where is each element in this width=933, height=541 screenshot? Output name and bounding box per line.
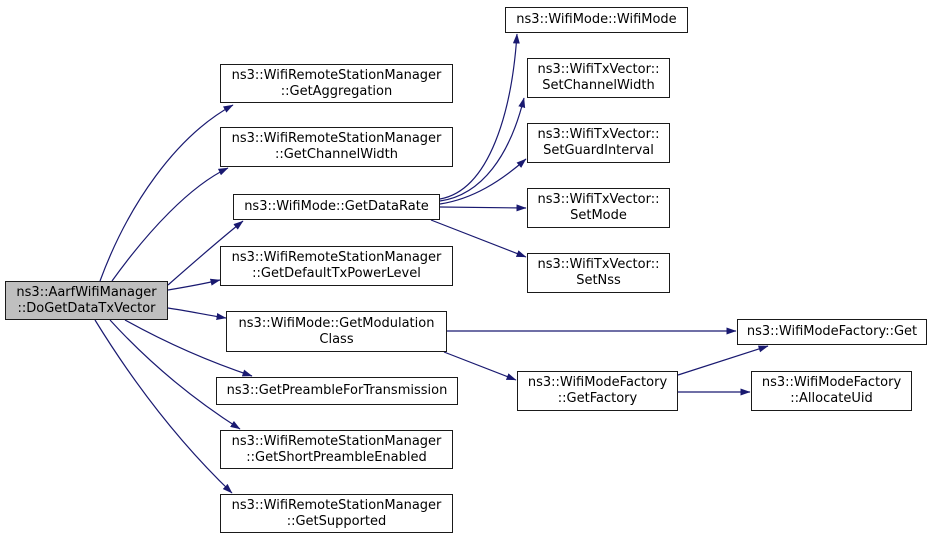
node-label-line: ::GetShortPreambleEnabled xyxy=(246,449,427,465)
node-label-line: ns3::AarfWifiManager xyxy=(16,284,157,300)
node-set-nss[interactable]: ns3::WifiTxVector::SetNss xyxy=(527,253,670,293)
node-get-channel-width[interactable]: ns3::WifiRemoteStationManager::GetChanne… xyxy=(220,127,453,167)
node-label-line: ::DoGetDataTxVector xyxy=(17,300,156,316)
edges-group xyxy=(94,33,769,494)
node-label-line: ::GetFactory xyxy=(557,391,638,406)
node-label-line: SetNss xyxy=(576,273,621,288)
node-label-line: SetMode xyxy=(570,208,627,223)
node-label-line: ns3::WifiRemoteStationManager xyxy=(231,67,442,83)
node-label-line: ns3::WifiRemoteStationManager xyxy=(231,131,442,146)
edge-do-get-data-tx-vector-to-get-data-rate xyxy=(167,220,244,286)
node-label-line: ::AllocateUid xyxy=(790,391,873,406)
node-label-line: SetChannelWidth xyxy=(542,78,655,93)
node-label-line: ns3::WifiMode::GetDataRate xyxy=(244,199,429,214)
node-label-line: ::GetAggregation xyxy=(280,83,393,99)
node-label-line: SetGuardInterval xyxy=(543,143,654,158)
node-label-line: Class xyxy=(319,331,354,347)
node-label-line: ns3::WifiTxVector:: xyxy=(537,257,660,272)
node-allocate-uid[interactable]: ns3::WifiModeFactory::AllocateUid xyxy=(751,371,912,411)
edge-do-get-data-tx-vector-to-get-channel-width xyxy=(111,167,229,282)
node-factory-get[interactable]: ns3::WifiModeFactory::Get xyxy=(737,319,927,345)
edge-do-get-data-tx-vector-to-get-preamble-for-transmission xyxy=(124,319,253,377)
edge-get-modulation-class-to-get-factory xyxy=(443,351,517,381)
node-get-factory[interactable]: ns3::WifiModeFactory::GetFactory xyxy=(517,371,678,411)
node-label-line: ns3::GetPreambleForTransmission xyxy=(226,383,448,398)
node-label-line: ns3::WifiRemoteStationManager xyxy=(231,433,442,449)
node-label-line: ns3::WifiTxVector:: xyxy=(537,127,660,142)
edge-do-get-data-tx-vector-to-get-aggregation xyxy=(99,104,234,282)
edge-get-data-rate-to-set-nss xyxy=(430,219,527,258)
node-label-line: ::GetChannelWidth xyxy=(274,147,399,162)
edge-do-get-data-tx-vector-to-get-short-preamble-enabled xyxy=(109,319,241,430)
node-get-aggregation[interactable]: ns3::WifiRemoteStationManager::GetAggreg… xyxy=(220,64,453,103)
node-wifi-mode-ctor[interactable]: ns3::WifiMode::WifiMode xyxy=(505,7,688,33)
node-label-line: ns3::WifiRemoteStationManager xyxy=(231,250,442,265)
edge-do-get-data-tx-vector-to-get-default-tx-power-level xyxy=(167,278,221,291)
node-label-line: ns3::WifiMode::WifiMode xyxy=(516,12,677,27)
edge-get-data-rate-to-wifi-mode-ctor xyxy=(439,33,520,200)
node-label-line: ns3::WifiTxVector:: xyxy=(537,192,660,207)
node-get-default-tx-power-level[interactable]: ns3::WifiRemoteStationManager::GetDefaul… xyxy=(220,246,453,286)
node-set-mode[interactable]: ns3::WifiTxVector::SetMode xyxy=(527,188,670,228)
node-label-line: ns3::WifiModeFactory xyxy=(527,375,668,390)
node-get-supported[interactable]: ns3::WifiRemoteStationManager::GetSuppor… xyxy=(220,494,453,533)
node-label-line: ::GetDefaultTxPowerLevel xyxy=(252,266,421,281)
edge-get-factory-to-factory-get xyxy=(677,345,769,376)
edge-do-get-data-tx-vector-to-get-modulation-class xyxy=(167,307,227,320)
node-set-guard-interval[interactable]: ns3::WifiTxVector::SetGuardInterval xyxy=(527,123,670,163)
node-label-line: ns3::WifiRemoteStationManager xyxy=(231,497,442,513)
edge-do-get-data-tx-vector-to-get-supported xyxy=(94,319,233,494)
node-label-line: ns3::WifiMode::GetModulation xyxy=(238,315,435,331)
node-label-line: ns3::WifiTxVector:: xyxy=(537,62,660,77)
node-set-channel-width[interactable]: ns3::WifiTxVector::SetChannelWidth xyxy=(527,58,670,98)
edge-get-data-rate-to-set-mode xyxy=(439,204,527,212)
node-do-get-data-tx-vector: ns3::AarfWifiManager::DoGetDataTxVector xyxy=(5,281,168,320)
node-label-line: ns3::WifiModeFactory::Get xyxy=(746,324,918,339)
node-get-short-preamble-enabled[interactable]: ns3::WifiRemoteStationManager::GetShortP… xyxy=(220,430,453,469)
node-label-line: ::GetSupported xyxy=(286,513,387,529)
node-get-preamble-for-transmission[interactable]: ns3::GetPreambleForTransmission xyxy=(216,377,458,405)
edge-get-data-rate-to-set-channel-width xyxy=(439,97,526,202)
node-label-line: ns3::WifiModeFactory xyxy=(761,375,902,390)
edge-get-data-rate-to-set-guard-interval xyxy=(439,158,527,205)
node-get-data-rate[interactable]: ns3::WifiMode::GetDataRate xyxy=(233,194,440,220)
